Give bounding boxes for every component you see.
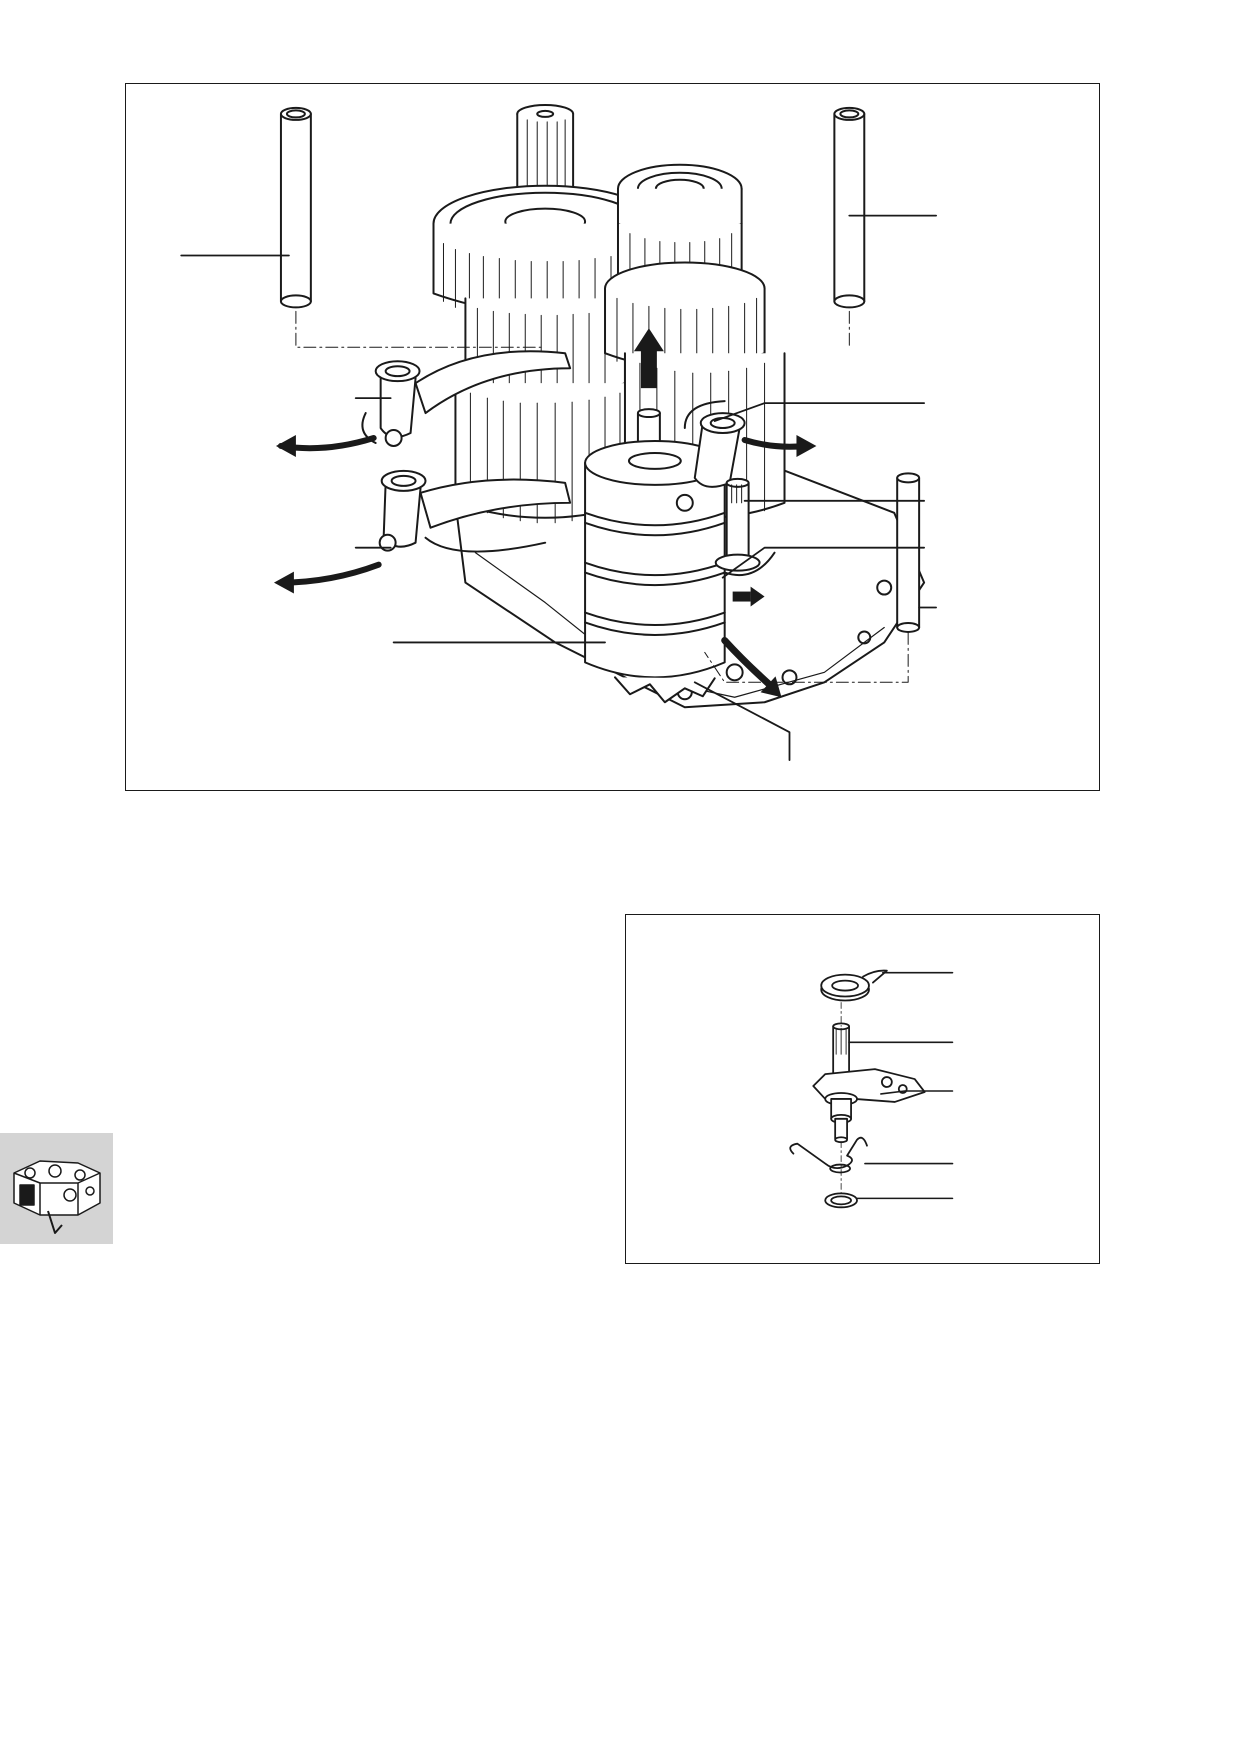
guide-pin-right-lower <box>896 472 921 633</box>
shift-return-spring-top <box>820 969 888 1002</box>
callout-leader-6 <box>713 402 926 422</box>
guide-pin-right-upper <box>833 106 866 309</box>
shift-shaft <box>714 477 776 577</box>
shift-shaft-detail <box>812 1022 926 1144</box>
washer <box>824 1192 858 1209</box>
callout-leader-8 <box>721 546 926 579</box>
shift-drum <box>584 408 726 704</box>
gearbox-icon <box>13 1160 101 1234</box>
removal-arrows <box>273 328 817 698</box>
shift-fork-right <box>675 400 746 512</box>
guide-pin-left <box>279 106 312 309</box>
shift-shaft-detail-figure <box>625 914 1100 1264</box>
section-tab <box>0 1133 113 1244</box>
shift-fork-left-upper <box>361 350 572 447</box>
detail-callout-leaders <box>848 971 954 1200</box>
callout-leader-10 <box>693 681 791 761</box>
callout-leaders <box>180 214 937 761</box>
main-transmission-figure <box>125 83 1100 791</box>
centerlines <box>295 310 909 683</box>
shift-return-spring-lower <box>789 1136 868 1174</box>
transmission-exploded-drawing <box>180 103 937 761</box>
detail-leader-3 <box>880 1090 954 1095</box>
shift-fork-left-lower <box>378 469 572 553</box>
shift-shaft-exploded-drawing <box>789 969 954 1209</box>
